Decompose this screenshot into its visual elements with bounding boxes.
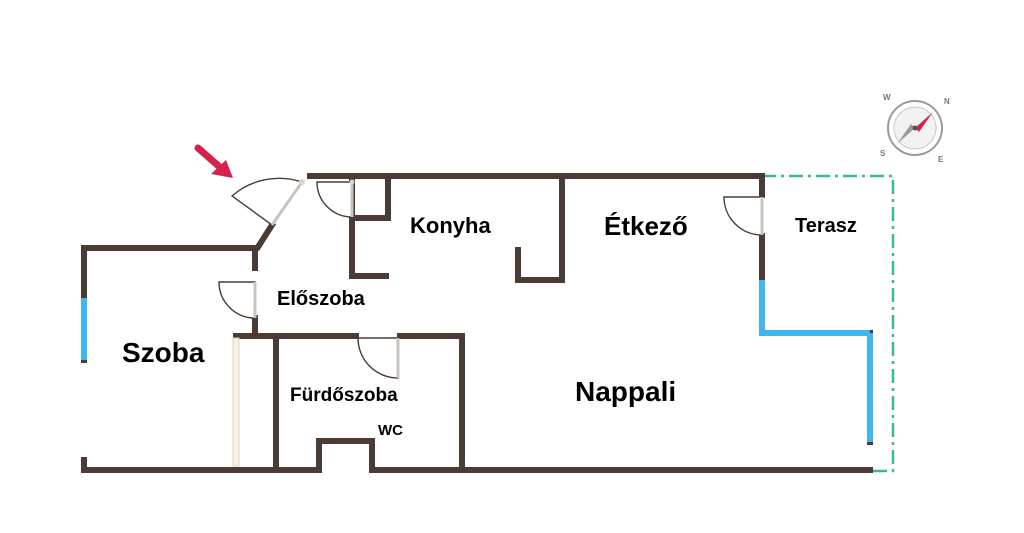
room-label-wc: WC: [378, 422, 403, 439]
entrance-arrow-icon: [194, 144, 233, 178]
room-label-szoba: Szoba: [122, 337, 205, 368]
room-label-furdoszoba: Fürdőszoba: [290, 385, 398, 406]
compass-w: W: [883, 93, 891, 102]
door-entrance: [230, 177, 305, 226]
compass-n: N: [944, 97, 950, 106]
room-label-eloszoba: Előszoba: [277, 288, 366, 310]
compass-s: S: [880, 149, 886, 158]
compass-icon: N E S W: [880, 93, 950, 164]
terrace-outline: [762, 174, 895, 473]
door-szoba: [218, 281, 257, 319]
windows: [81, 280, 873, 442]
compass-e: E: [938, 155, 944, 164]
window-etkezo: [759, 280, 870, 336]
room-label-konyha: Konyha: [410, 213, 491, 238]
door-etkezo-terasz: [723, 196, 764, 236]
door-kitchen: [316, 179, 355, 218]
szoba-partition: [232, 337, 240, 467]
room-label-nappali: Nappali: [575, 376, 676, 407]
room-label-etkezo: Étkező: [604, 211, 688, 241]
room-label-terasz: Terasz: [795, 215, 857, 237]
door-furdoszoba: [357, 337, 400, 379]
